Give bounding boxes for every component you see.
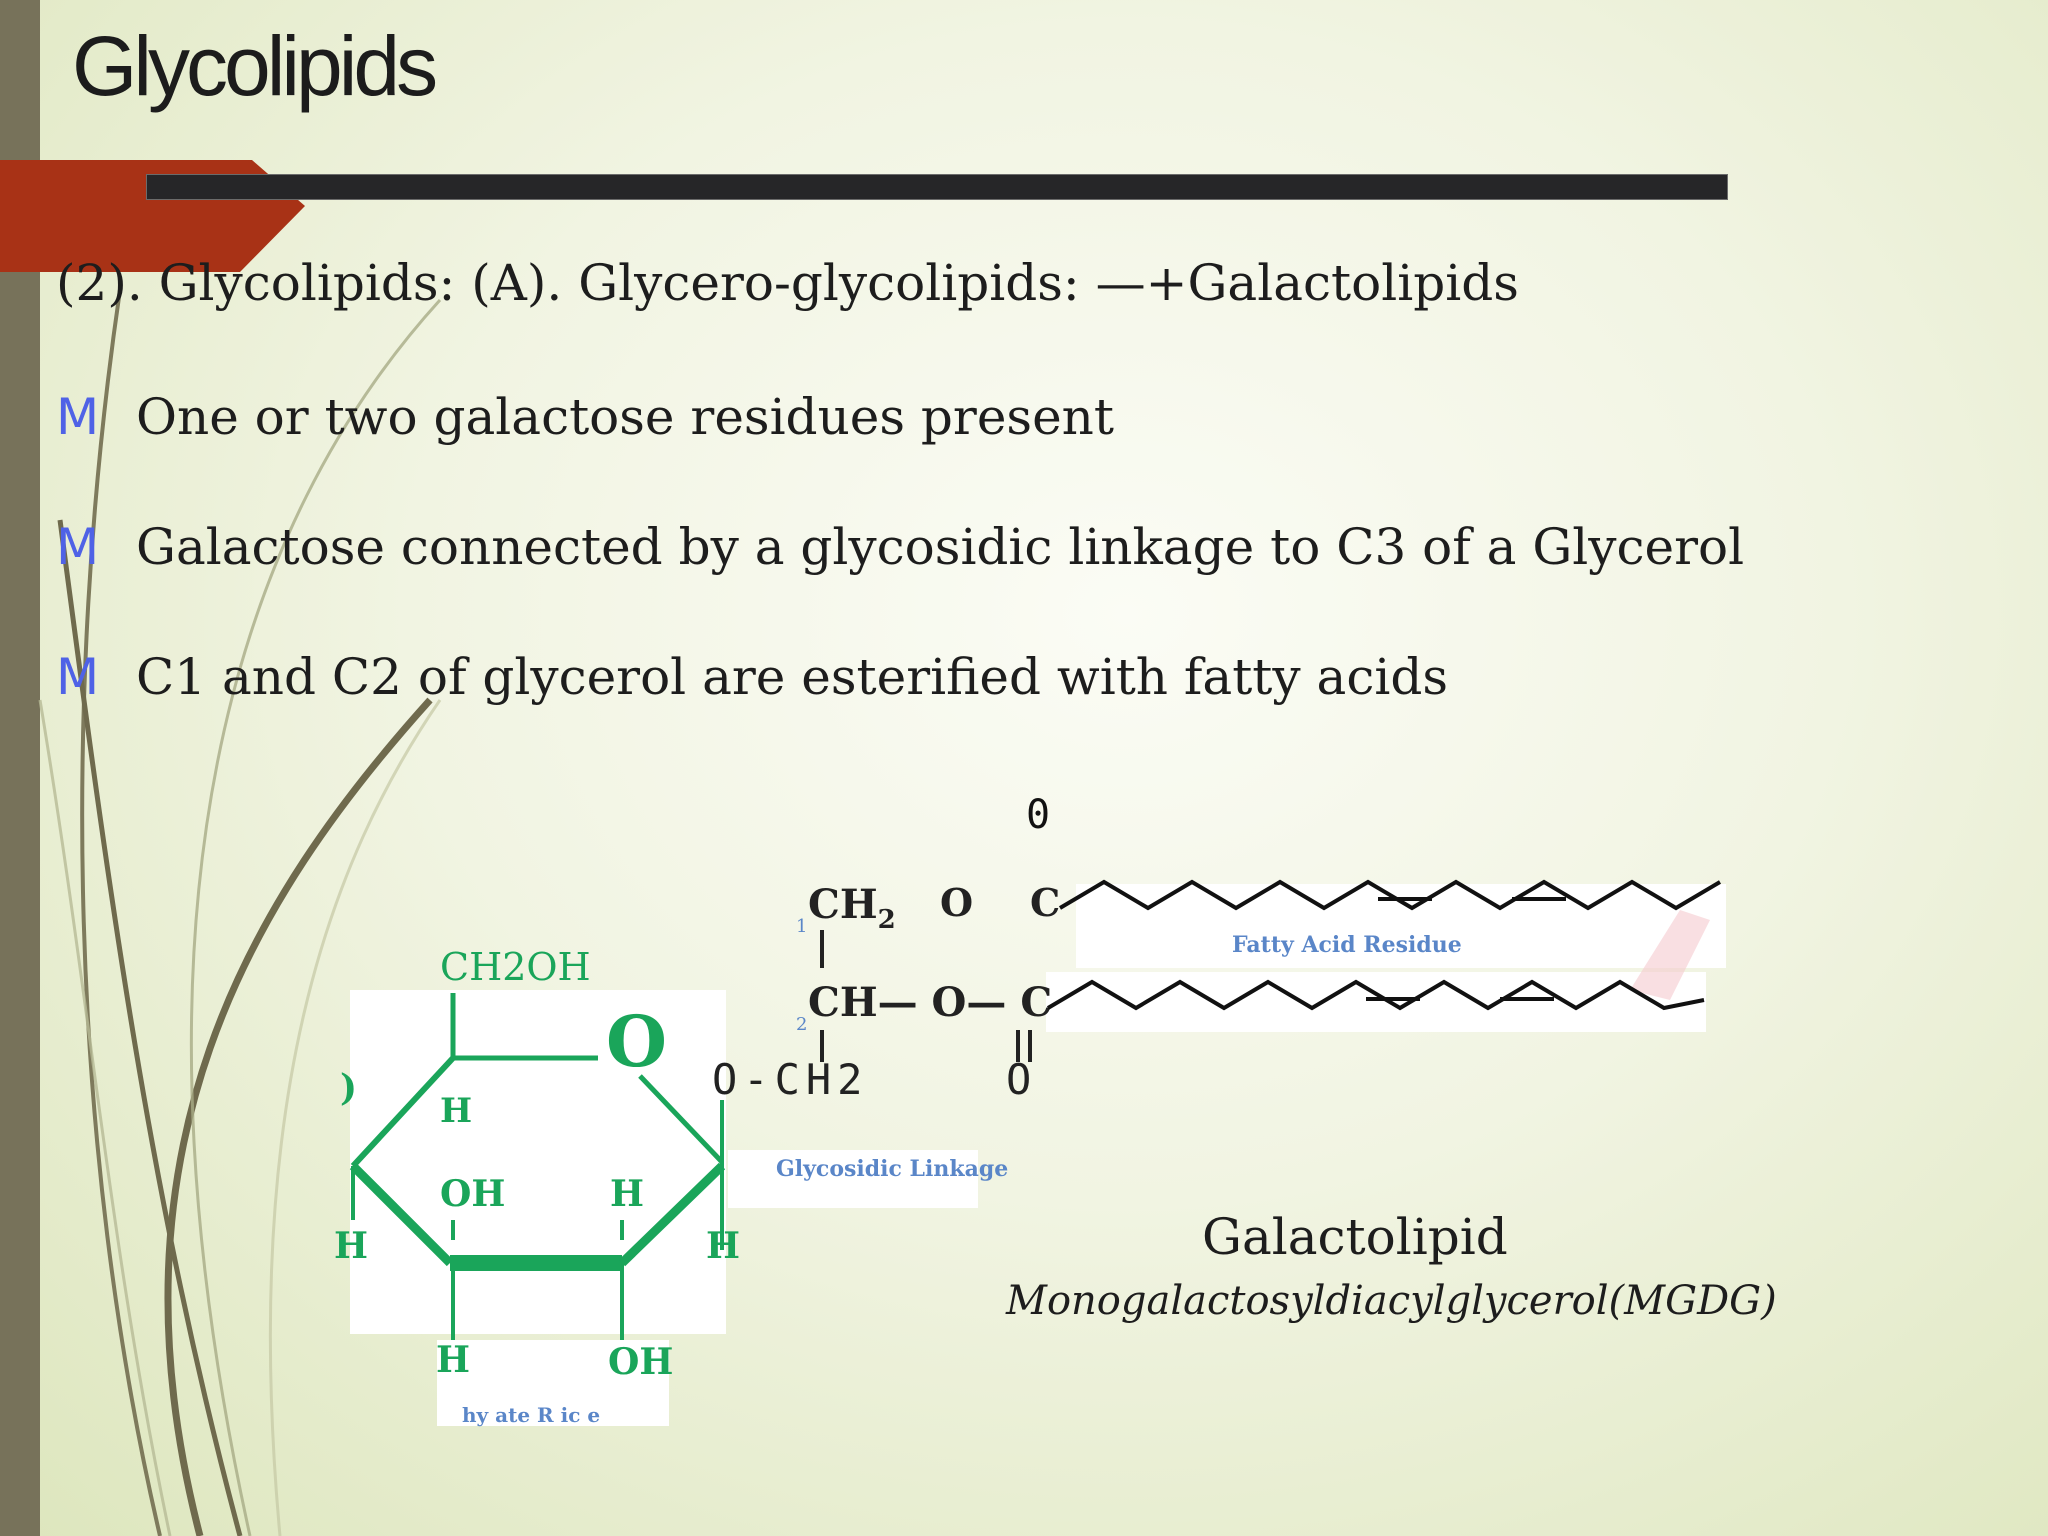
ester-carbon-label: C [1030, 880, 1060, 925]
bullet-mark: M [56, 388, 100, 446]
bullet-text: One or two galactose residues present [136, 388, 1114, 446]
hydroxyl-label: OH [440, 1173, 505, 1215]
bullet-item: M One or two galactose residues present [56, 388, 1114, 446]
bullet-item: M C1 and C2 of glycerol are esterified wi… [56, 648, 1448, 706]
bullet-mark: M [56, 518, 100, 576]
title-divider-bar [146, 174, 1728, 200]
hydrogen-label: H [706, 1225, 740, 1267]
fatty-acid-residue-label: Fatty Acid Residue [1232, 932, 1462, 958]
decorative-swoosh [38, 289, 442, 1536]
ring-edge-mark: ) [340, 1067, 357, 1109]
ch2oh-label: CH2OH [440, 945, 591, 989]
structure-subname: Monogalactosyldiacylglycerol(MGDG) [1006, 1278, 1777, 1324]
bullet-mark: M [56, 648, 100, 706]
bullet-item: M Galactose connected by a glycosidic lin… [56, 518, 1744, 576]
glycosidic-linkage-label: Glycosidic Linkage [776, 1156, 1008, 1182]
pink-smudge [1630, 910, 1710, 1000]
carbohydrate-residue-label: hy ate R ic e [462, 1403, 600, 1427]
carbon-number-1: 1 [796, 916, 807, 937]
hydrogen-label: H [436, 1339, 470, 1381]
chain-panel-bottom [1046, 972, 1706, 1032]
carbonyl-oxygen-bottom: O [1006, 1055, 1031, 1104]
ring-oxygen-label: O [606, 1000, 667, 1083]
o-ch2-label: O-CH2 [712, 1055, 868, 1104]
hydrogen-label: H [440, 1091, 472, 1131]
galactose-ring [349, 993, 726, 1340]
bullet-text: C1 and C2 of glycerol are esterified wit… [136, 648, 1449, 706]
residue-label-panel [437, 1340, 669, 1426]
ch-ester-label: CH— O— C [808, 979, 1052, 1026]
carbon-number-2: 2 [796, 1014, 807, 1035]
hydrogen-label: H [334, 1225, 368, 1267]
section-heading: (2). Glycolipids: (A). Glycero-glycolipi… [56, 254, 1519, 312]
hydrogen-label: H [610, 1173, 644, 1215]
bullet-text: Galactose connected by a glycosidic link… [136, 518, 1745, 576]
slide-title: Glycolipids [72, 19, 438, 113]
glycosidic-label-panel [728, 1150, 978, 1208]
ch2-label: CH2 [808, 881, 896, 935]
structure-name: Galactolipid [1202, 1208, 1508, 1266]
ester-oxygen-label: O [940, 880, 973, 925]
sugar-panel [350, 990, 726, 1334]
hydroxyl-label: OH [608, 1341, 673, 1383]
carbonyl-oxygen-top: 0 [1026, 792, 1050, 838]
fatty-acid-chains [1046, 879, 1722, 1011]
